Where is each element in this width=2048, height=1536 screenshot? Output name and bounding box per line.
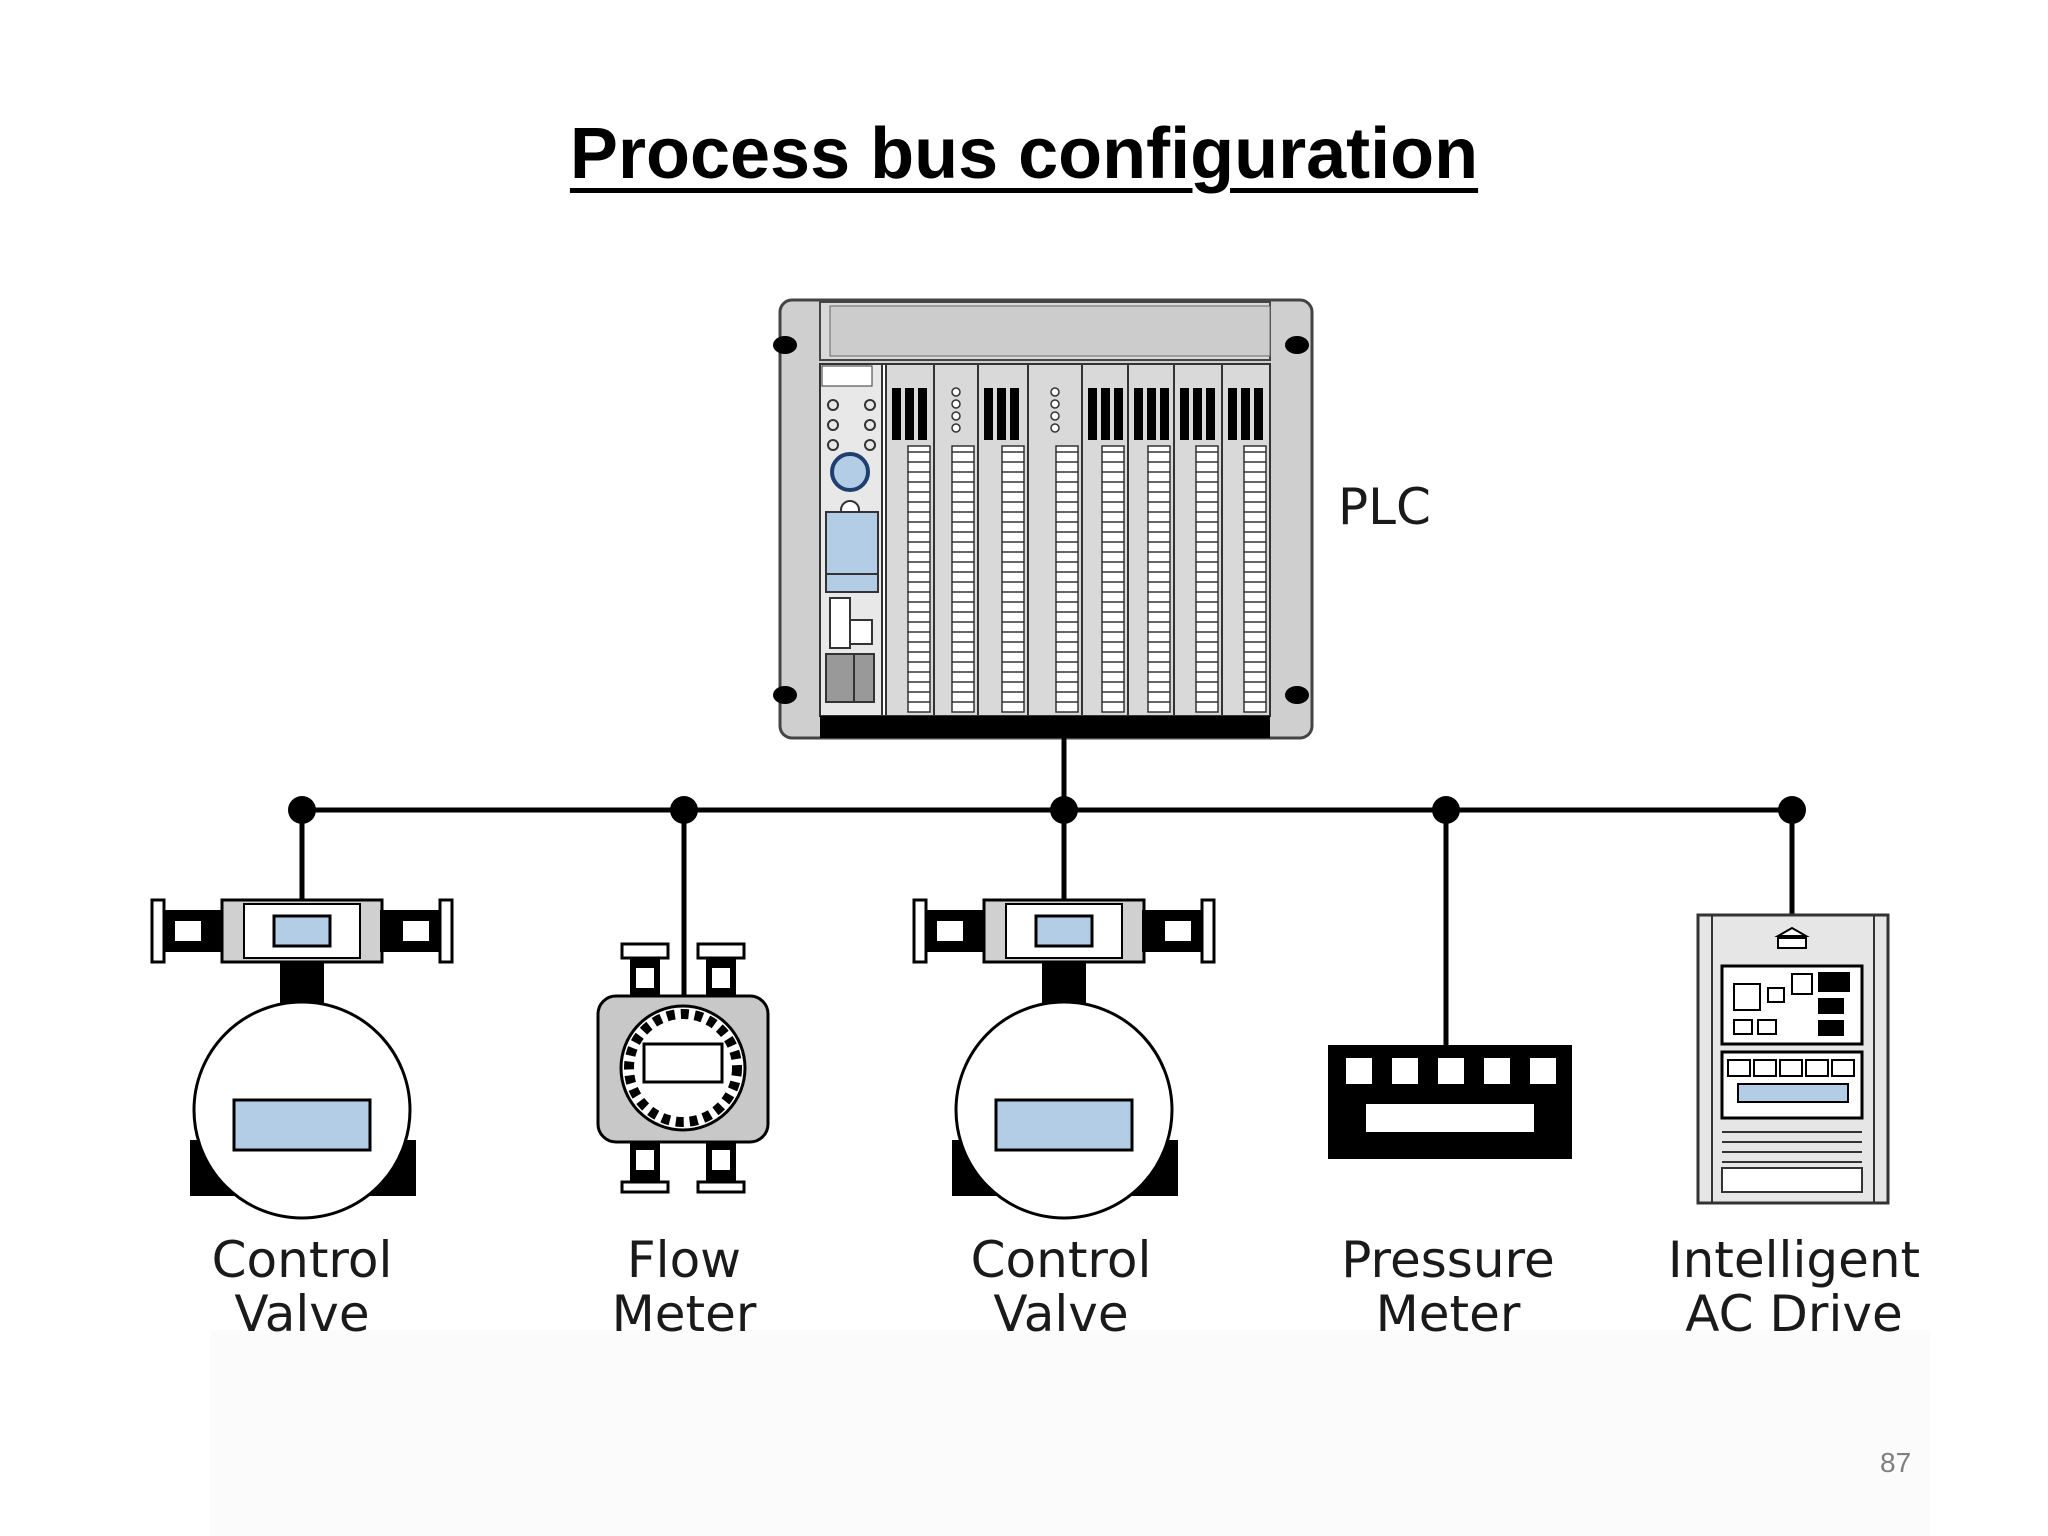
plc-label: PLC [1338, 478, 1431, 536]
ac-drive-icon [1696, 913, 1890, 1205]
slide-title-text: Process bus configuration [569, 114, 1479, 194]
io-cards [885, 363, 1271, 717]
device-label-line1: Control [211, 1231, 393, 1289]
device-label-control-valve-2: Control Valve [901, 1233, 1221, 1341]
plc-rack [773, 298, 1314, 740]
device-label-line1: Intelligent [1667, 1231, 1921, 1289]
device-label-line2: Meter [611, 1285, 757, 1343]
flow-meter-icon [596, 942, 770, 1194]
footer-background [210, 1330, 1930, 1536]
device-label-line1: Flow [626, 1231, 742, 1289]
device-label-control-valve: Control Valve [142, 1233, 462, 1341]
device-label-pressure-meter: Pressure Meter [1288, 1233, 1608, 1341]
device-label-line2: Meter [1375, 1285, 1521, 1343]
device-label-ac-drive: Intelligent AC Drive [1634, 1233, 1954, 1341]
control-valve-icon [150, 898, 454, 1220]
device-label-line2: AC Drive [1685, 1285, 1903, 1343]
device-label-line1: Pressure [1341, 1231, 1555, 1289]
control-valve-icon-2 [912, 898, 1216, 1220]
device-label-line2: Valve [993, 1285, 1129, 1343]
device-label-line1: Control [970, 1231, 1152, 1289]
slide-title: Process bus configuration [0, 118, 2048, 190]
page-number: 87 [1880, 1447, 1912, 1478]
pressure-meter-icon [1328, 1045, 1572, 1159]
device-label-flow-meter: Flow Meter [524, 1233, 844, 1341]
device-label-line2: Valve [234, 1285, 370, 1343]
bus-wiring [288, 738, 1806, 1045]
